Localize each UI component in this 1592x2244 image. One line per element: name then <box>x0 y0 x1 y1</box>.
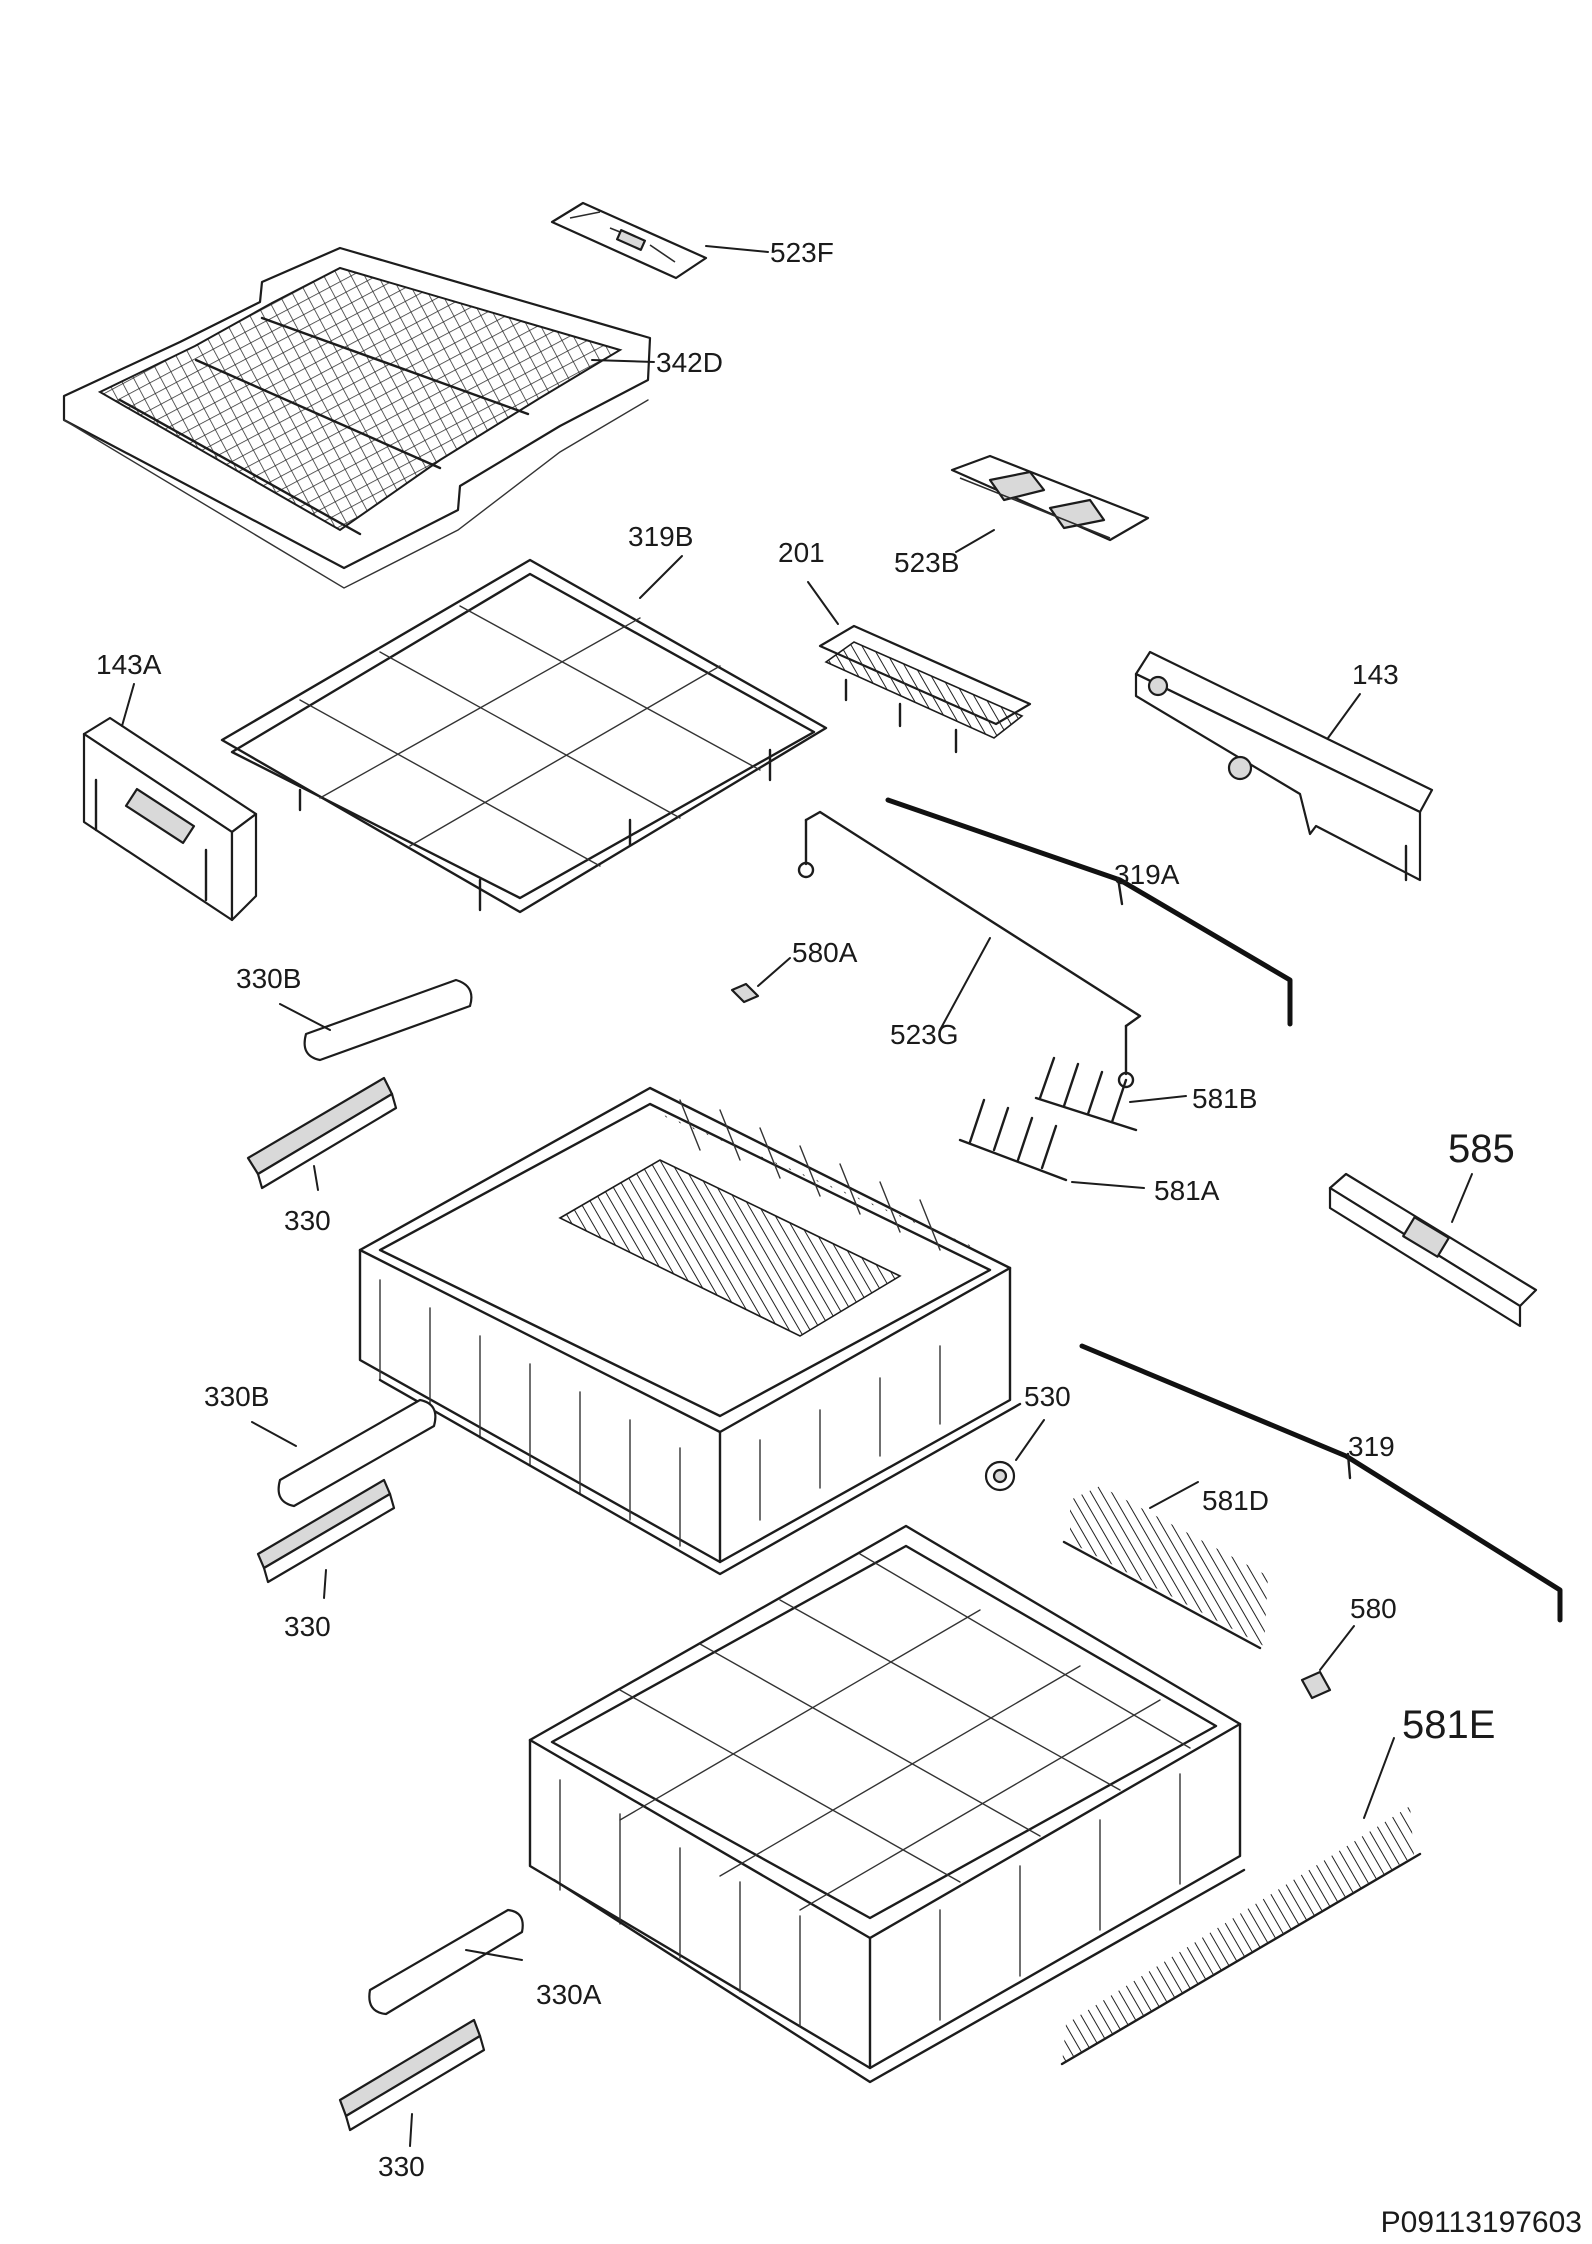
part-523F-cover <box>550 201 708 280</box>
part-580A-clip <box>730 982 760 1004</box>
label-580: 580 <box>1350 1593 1397 1624</box>
label-581D: 581D <box>1202 1485 1269 1516</box>
part-330-bottom <box>338 2018 486 2132</box>
part-581E-tines <box>1060 1806 1422 2066</box>
part-lower-basket <box>528 1524 1246 2084</box>
label-581E: 581E <box>1402 1703 1495 1747</box>
part-523B-bracket <box>950 454 1150 542</box>
label-523G: 523G <box>890 1019 959 1050</box>
label-530: 530 <box>1024 1381 1071 1412</box>
label-319A: 319A <box>1114 859 1180 890</box>
part-330B-mid <box>277 1398 437 1508</box>
part-580-clip <box>1300 1670 1332 1700</box>
part-342D-cutlery-tray <box>62 246 652 589</box>
part-523G-wire-bar <box>797 810 1142 1089</box>
part-319-rail <box>1079 1343 1563 1623</box>
part-143-rail-bracket <box>1134 650 1434 882</box>
part-330-mid <box>256 1478 396 1584</box>
label-581A: 581A <box>1154 1175 1220 1206</box>
part-330-top <box>246 1076 398 1190</box>
part-330A <box>368 1908 524 2016</box>
label-330-mid: 330 <box>284 1611 331 1642</box>
label-319B: 319B <box>628 521 693 552</box>
part-319A-rail <box>885 797 1293 1027</box>
label-581B: 581B <box>1192 1083 1257 1114</box>
label-523F: 523F <box>770 237 834 268</box>
label-330-bottom: 330 <box>378 2151 425 2182</box>
label-143: 143 <box>1352 659 1399 690</box>
part-530-nut <box>984 1460 1016 1492</box>
label-319: 319 <box>1348 1431 1395 1462</box>
label-330A: 330A <box>536 1979 602 2010</box>
part-581B-tines <box>1034 1056 1138 1132</box>
part-585-rail-part <box>1328 1172 1538 1328</box>
part-143A-end-cap <box>82 716 258 922</box>
part-labels: 523F 342D 319B 201 523B 143A 143 319A 58… <box>96 237 1582 2239</box>
label-330-top: 330 <box>284 1205 331 1236</box>
part-330B-top <box>303 978 473 1062</box>
label-342D: 342D <box>656 347 723 378</box>
part-581A-tines <box>958 1098 1068 1182</box>
part-201-clips <box>818 624 1032 754</box>
label-201: 201 <box>778 537 825 568</box>
part-upper-basket <box>358 1086 1022 1576</box>
label-585: 585 <box>1448 1127 1515 1171</box>
label-330B-mid: 330B <box>204 1381 269 1412</box>
diagram-code: P09113197603 <box>1381 2206 1582 2239</box>
label-330B-top: 330B <box>236 963 301 994</box>
leader-lines <box>121 245 1473 2147</box>
part-581D-tines <box>1062 1486 1268 1650</box>
label-143A: 143A <box>96 649 162 680</box>
label-580A: 580A <box>792 937 858 968</box>
label-523B: 523B <box>894 547 959 578</box>
part-319B-wire-frame <box>220 558 828 914</box>
